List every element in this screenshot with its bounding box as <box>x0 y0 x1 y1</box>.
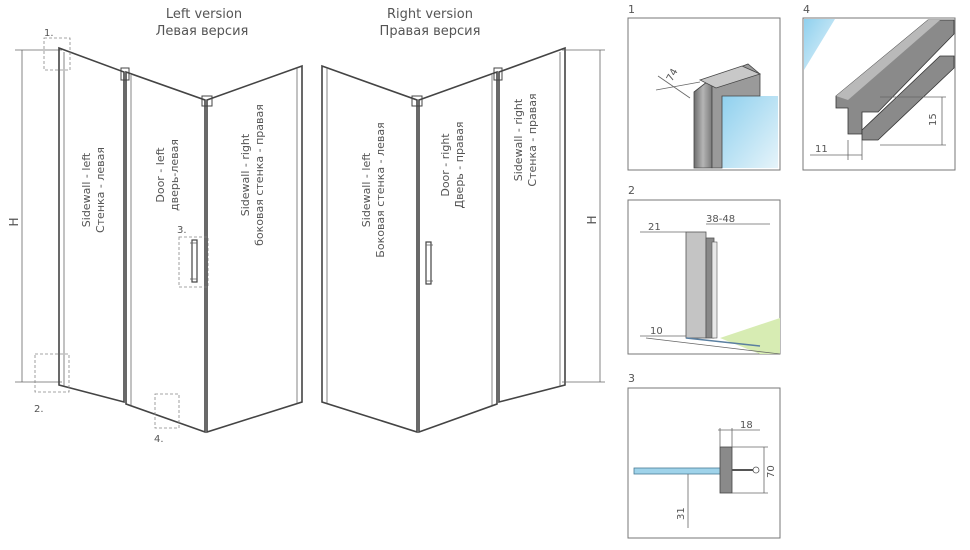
left-door-label-ru: дверь-левая <box>168 139 181 211</box>
detail-3: 3 18 70 31 <box>627 372 781 539</box>
detail-1-dim-74: 74 <box>665 67 681 83</box>
detail-4: 4 15 11 <box>802 3 956 171</box>
detail-3-dim-18: 18 <box>740 420 753 431</box>
left-marker-2: 2. <box>34 404 44 415</box>
detail-3-dim-70: 70 <box>766 465 777 478</box>
detail-3-label: 3 <box>628 372 635 385</box>
detail-4-dim-11: 11 <box>815 144 828 155</box>
detail-1-label: 1 <box>628 3 635 16</box>
right-door-label-en: Door - right <box>439 133 452 197</box>
right-height-label: H <box>585 215 599 224</box>
detail-2: 2 21 38-48 10 <box>627 184 781 355</box>
detail-4-label: 4 <box>803 3 810 16</box>
right-title-en: Right version <box>387 7 473 22</box>
detail-3-dim-31: 31 <box>676 507 687 520</box>
left-door-label-en: Door - left <box>154 147 167 203</box>
detail-2-dim-38-48: 38-48 <box>706 214 735 225</box>
left-sidewall-label-ru: Стенка - левая <box>94 147 107 233</box>
left-side-right-label-en: Sidewall - right <box>239 133 252 216</box>
right-side-right-label-en: Sidewall - right <box>512 98 525 181</box>
left-marker-4: 4. <box>154 434 164 445</box>
right-version-drawing: Right version Правая версия H Sidewall -… <box>321 7 605 434</box>
detail-4-dim-15: 15 <box>928 113 939 126</box>
right-door-label-ru: Дверь - правая <box>453 121 466 208</box>
left-sidewall-label-en: Sidewall - left <box>80 152 93 227</box>
detail-2-label: 2 <box>628 184 635 197</box>
left-side-right-label-ru: боковая стенка - правая <box>253 104 266 246</box>
detail-2-dim-21: 21 <box>648 222 661 233</box>
left-marker-3: 3. <box>177 225 187 236</box>
left-height-label: H <box>7 217 21 226</box>
left-marker-1: 1. <box>44 28 54 39</box>
right-sidewall-label-ru: Боковая стенка - левая <box>374 122 387 257</box>
right-side-right-label-ru: Стенка - правая <box>526 93 539 186</box>
detail-1: 1 74 <box>627 3 781 171</box>
right-sidewall-label-en: Sidewall - left <box>360 152 373 227</box>
left-title-ru: Левая версия <box>156 24 249 39</box>
left-title-en: Left version <box>166 7 242 22</box>
detail-2-dim-10: 10 <box>650 326 663 337</box>
right-title-ru: Правая версия <box>380 24 481 39</box>
left-version-drawing: Left version Левая версия H 1. 2. 3. 4. <box>7 7 303 445</box>
